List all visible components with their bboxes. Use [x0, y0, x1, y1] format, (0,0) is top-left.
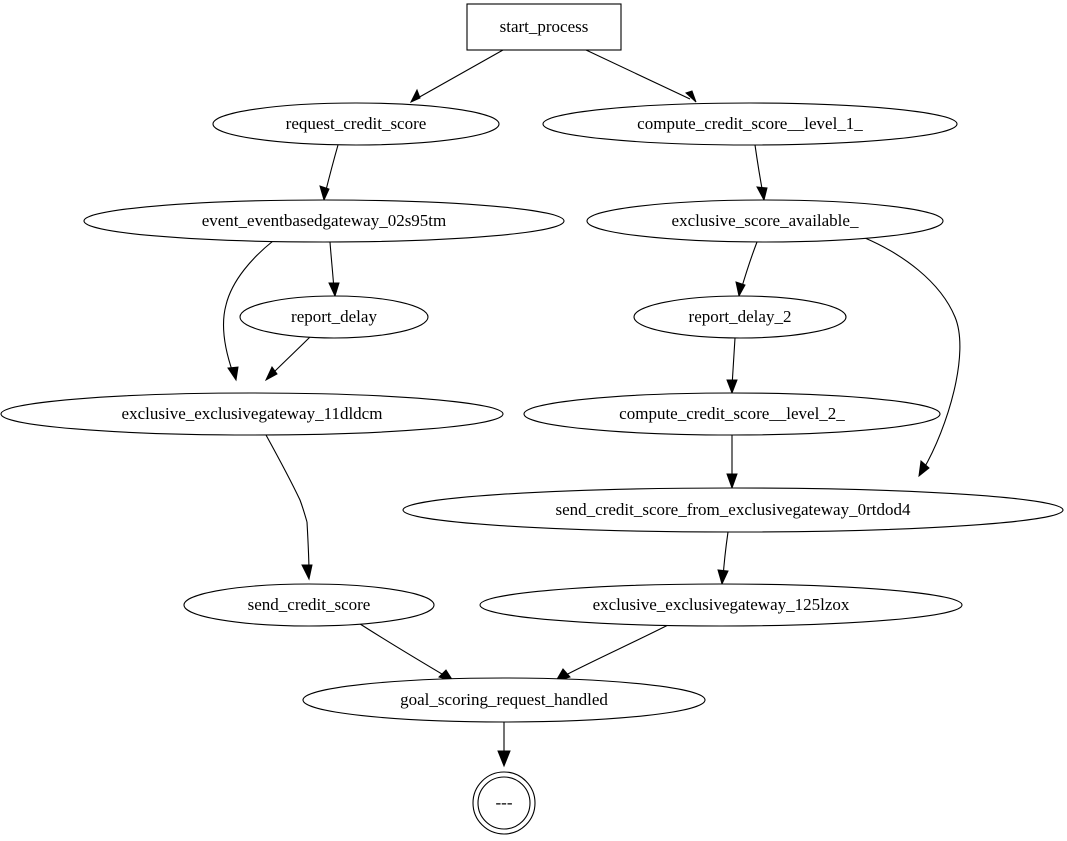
node-exclusive-exclusivegateway-11dldcm[interactable]: exclusive_exclusivegateway_11dldcm — [0, 392, 504, 436]
node-compute-credit-score-level-1[interactable]: compute_credit_score__level_1_ — [542, 102, 958, 146]
edge-report_delay-to-exclusive_gateway_11dldcm[interactable] — [264, 335, 312, 382]
node-exclusive-exclusivegateway-125lzox[interactable]: exclusive_exclusivegateway_125lzox — [479, 583, 963, 627]
edge-event_gateway-to-exclusive_gateway_11dldcm[interactable] — [223, 240, 274, 382]
node-exclusive-score-available[interactable]: exclusive_score_available_ — [586, 199, 944, 243]
edge-exclusive_gateway_11dldcm-to-send_credit_score[interactable] — [265, 434, 313, 581]
node-report-delay[interactable]: report_delay — [239, 295, 429, 339]
edge-request_credit_score-to-event_gateway[interactable] — [319, 144, 339, 202]
edge-compute_level_1-to-exclusive_score_available[interactable] — [754, 144, 768, 202]
node-report-delay-2[interactable]: report_delay_2 — [633, 295, 847, 339]
edge-exclusive_score_available-to-send_credit_score_from_gateway[interactable] — [864, 237, 961, 478]
edge-goal_node-to-end_node[interactable] — [497, 722, 511, 768]
edge-send_credit_score-to-goal_node[interactable] — [356, 621, 455, 682]
edge-exclusive_gateway_125lzox-to-goal_node[interactable] — [554, 622, 673, 682]
node-goal-scoring-request-handled[interactable]: goal_scoring_request_handled — [302, 677, 706, 723]
edge-start_process-to-request_credit_score[interactable] — [409, 49, 504, 104]
node-send-credit-score-from-exclusivegateway-0rtdod4[interactable]: send_credit_score_from_exclusivegateway_… — [402, 487, 1064, 533]
edge-send_credit_score_from_gateway-to-exclusive_gateway_125lzox[interactable] — [717, 531, 729, 586]
node-event-eventbasedgateway-02s95tm[interactable]: event_eventbasedgateway_02s95tm — [83, 199, 565, 243]
edge-exclusive_score_available-to-report_delay_2[interactable] — [735, 241, 758, 298]
node-compute-credit-score-level-2[interactable]: compute_credit_score__level_2_ — [523, 392, 941, 436]
node-end-event[interactable]: --- — [472, 771, 536, 835]
node-layer: start_process request_credit_score compu… — [0, 3, 1064, 835]
node-request-credit-score[interactable]: request_credit_score — [212, 102, 500, 146]
edge-event_gateway-to-report_delay[interactable] — [328, 241, 340, 298]
node-send-credit-score[interactable]: send_credit_score — [183, 583, 435, 627]
edge-start_process-to-compute_credit_score_level_1[interactable] — [585, 49, 697, 103]
node-start-process[interactable]: start_process — [466, 3, 622, 51]
edge-compute_level_2-to-send_credit_score_from_gateway[interactable] — [726, 435, 738, 490]
edge-report_delay_2-to-compute_level_2[interactable] — [726, 337, 738, 395]
edge-layer — [223, 49, 961, 768]
